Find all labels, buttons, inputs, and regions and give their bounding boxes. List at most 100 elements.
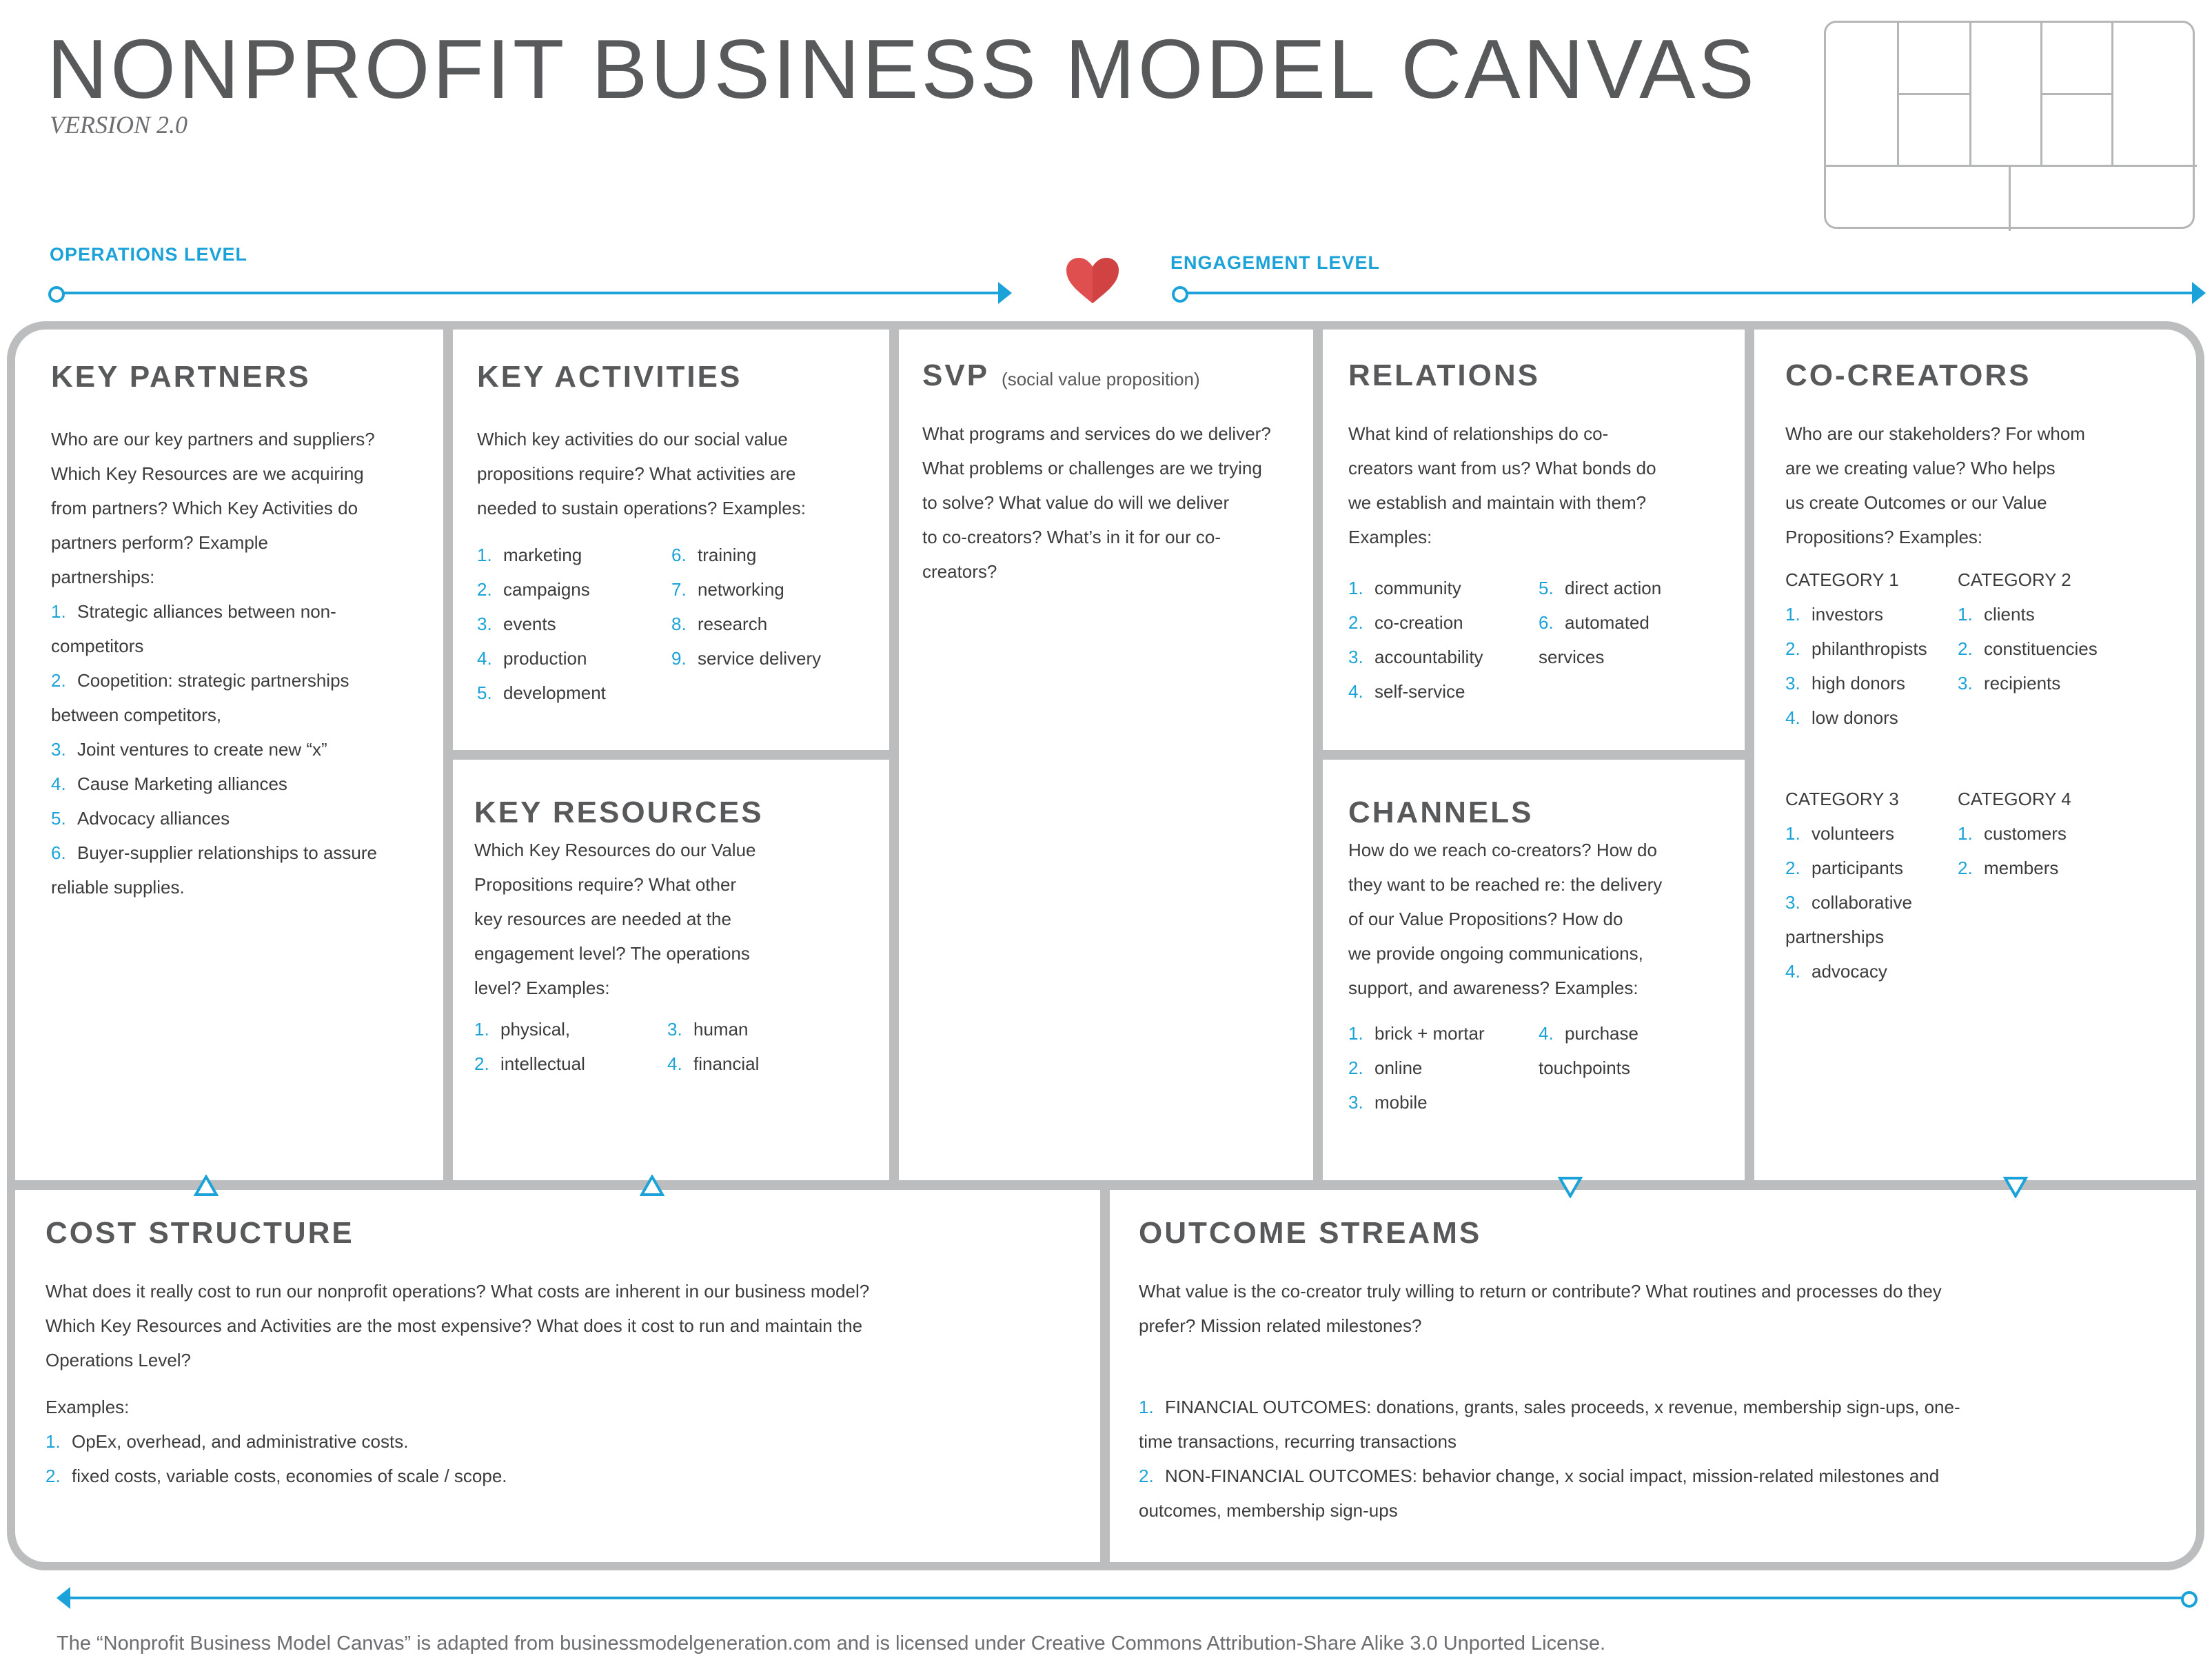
list-item: 4.financial — [667, 1046, 759, 1081]
key-resources-title: KEY RESOURCES — [474, 796, 764, 829]
engagement-level-label: ENGAGEMENT LEVEL — [1170, 252, 1381, 273]
examples-label: Examples: — [45, 1397, 130, 1417]
item-number: 5. — [477, 682, 492, 703]
relations-block: RELATIONS What kind of relationships do … — [1348, 358, 1741, 709]
list-item: 7.networking — [671, 572, 821, 607]
divider — [1100, 1180, 1110, 1562]
item-text: NON-FINANCIAL OUTCOMES: behavior change,… — [1165, 1466, 1940, 1486]
category-1: CATEGORY 1 1.investors 2.philanthropists… — [1785, 563, 1958, 735]
text-line: we provide ongoing communications, — [1348, 943, 1643, 964]
cost-structure-title: COST STRUCTURE — [45, 1216, 354, 1250]
item-text: physical, — [500, 1019, 571, 1040]
list-item-cont: reliable supplies. — [51, 877, 185, 898]
list-item: 2. campaigns — [477, 572, 671, 607]
text-line: Which Key Resources and Activities are t… — [45, 1315, 863, 1336]
list-column: 1.brick + mortar 2.online 3.mobile — [1348, 1016, 1539, 1120]
category-3: CATEGORY 3 1.volunteers 2.participants 3… — [1785, 782, 1958, 989]
list-item: 1. community — [1348, 571, 1539, 605]
list-item: 1.FINANCIAL OUTCOMES: donations, grants,… — [1139, 1390, 2173, 1424]
item-text: automated — [1565, 612, 1650, 633]
item-number: 3. — [477, 614, 492, 634]
list-item: 1.Strategic alliances between non- — [51, 594, 437, 629]
text-line: from partners? Which Key Activities do — [51, 498, 358, 518]
item-number: 1. — [1785, 604, 1800, 625]
list-item: 4.production — [477, 641, 671, 676]
triangle-down-icon — [1558, 1177, 1583, 1198]
text-line: creators? — [922, 561, 997, 582]
divider — [889, 330, 899, 1184]
list-item: 1. volunteers — [1785, 816, 1958, 851]
key-partners-title: KEY PARTNERS — [51, 360, 311, 394]
item-text: volunteers — [1812, 823, 1894, 844]
item-text: Buyer-supplier relationships to assure — [77, 842, 377, 863]
item-text: marketing — [503, 545, 582, 565]
item-number: 1. — [1785, 823, 1800, 844]
text-line: partnerships: — [51, 567, 155, 587]
item-number: 2. — [45, 1466, 61, 1486]
list-item: 3.collaborative — [1785, 885, 1958, 920]
key-resources-list: 1.physical, 2.intellectual 3.human 4.fin… — [474, 1012, 881, 1081]
list-item: 3.human — [667, 1012, 759, 1046]
list-item: 3.accountability — [1348, 640, 1539, 674]
item-text: participants — [1812, 858, 1903, 878]
item-number: 3. — [1785, 892, 1800, 913]
item-text: human — [693, 1019, 749, 1040]
key-activities-list: 1.marketing 2.campaigns 3.events 4.produ… — [477, 538, 884, 710]
item-text: direct action — [1565, 578, 1662, 598]
canvas-frame — [7, 321, 2204, 1570]
text-line: we establish and maintain with them? — [1348, 492, 1647, 513]
version-label: VERSION 2.0 — [50, 111, 187, 139]
item-number: 1. — [45, 1431, 61, 1452]
list-item: 2.members — [1958, 851, 2071, 885]
engagement-arrow-line — [1186, 292, 2193, 294]
item-number: 2. — [1785, 638, 1800, 659]
text-line: us create Outcomes or our Value — [1785, 492, 2047, 513]
list-column: 4.purchase touchpoints — [1539, 1016, 1638, 1120]
return-start-icon — [2181, 1591, 2198, 1608]
text-line: engagement level? The operations — [474, 943, 750, 964]
list-item-cont: time transactions, recurring transaction… — [1139, 1431, 1457, 1452]
category-label: CATEGORY 2 — [1958, 569, 2071, 590]
item-text: brick + mortar — [1374, 1023, 1485, 1044]
svp-questions: What programs and services do we deliver… — [922, 416, 1308, 589]
item-number: 4. — [1785, 961, 1800, 982]
list-item: 4.advocacy — [1785, 954, 1958, 989]
item-text: constituencies — [1984, 638, 2098, 659]
divider — [448, 750, 893, 760]
item-text: community — [1374, 578, 1461, 598]
list-item: 3.mobile — [1348, 1085, 1539, 1120]
item-number: 3. — [1958, 673, 1973, 694]
list-column: 1.investors 2.philanthropists 3.high don… — [1785, 597, 1958, 735]
item-number: 1. — [1139, 1397, 1154, 1417]
item-number: 6. — [51, 842, 66, 863]
list-item: 5.development — [477, 676, 671, 710]
item-number: 4. — [667, 1053, 682, 1074]
arrow-right-icon — [2192, 282, 2206, 304]
category-2: CATEGORY 2 1.clients 2.constituencies 3.… — [1958, 563, 2098, 735]
category-4: CATEGORY 4 1.customers 2.members — [1958, 782, 2071, 989]
list-item: 3.high donors — [1785, 666, 1958, 700]
item-number: 1. — [1958, 604, 1973, 625]
category-label: CATEGORY 4 — [1958, 789, 2071, 809]
item-text: online — [1374, 1057, 1423, 1078]
item-number: 2. — [477, 579, 492, 600]
item-text: research — [698, 614, 768, 634]
item-text: investors — [1812, 604, 1884, 625]
list-item: 6.training — [671, 538, 821, 572]
text-line: What does it really cost to run our nonp… — [45, 1281, 870, 1302]
list-item: 9.service delivery — [671, 641, 821, 676]
item-number: 1. — [1348, 578, 1363, 598]
text-line: Operations Level? — [45, 1350, 192, 1370]
list-column: 5.direct action 6.automated services — [1539, 571, 1661, 709]
list-item: 6.automated — [1539, 605, 1661, 640]
item-text: campaigns — [503, 579, 590, 600]
item-number: 3. — [1348, 647, 1363, 667]
svp-title: SVP(social value proposition) — [922, 358, 1308, 393]
list-item-cont: partnerships — [1785, 927, 1885, 947]
item-number: 2. — [1348, 1057, 1363, 1078]
list-item: 4.purchase — [1539, 1016, 1638, 1051]
list-item: 2. online — [1348, 1051, 1539, 1085]
list-item: 2.co-creation — [1348, 605, 1539, 640]
list-item: 5.direct action — [1539, 571, 1661, 605]
list-item: 3.events — [477, 607, 671, 641]
